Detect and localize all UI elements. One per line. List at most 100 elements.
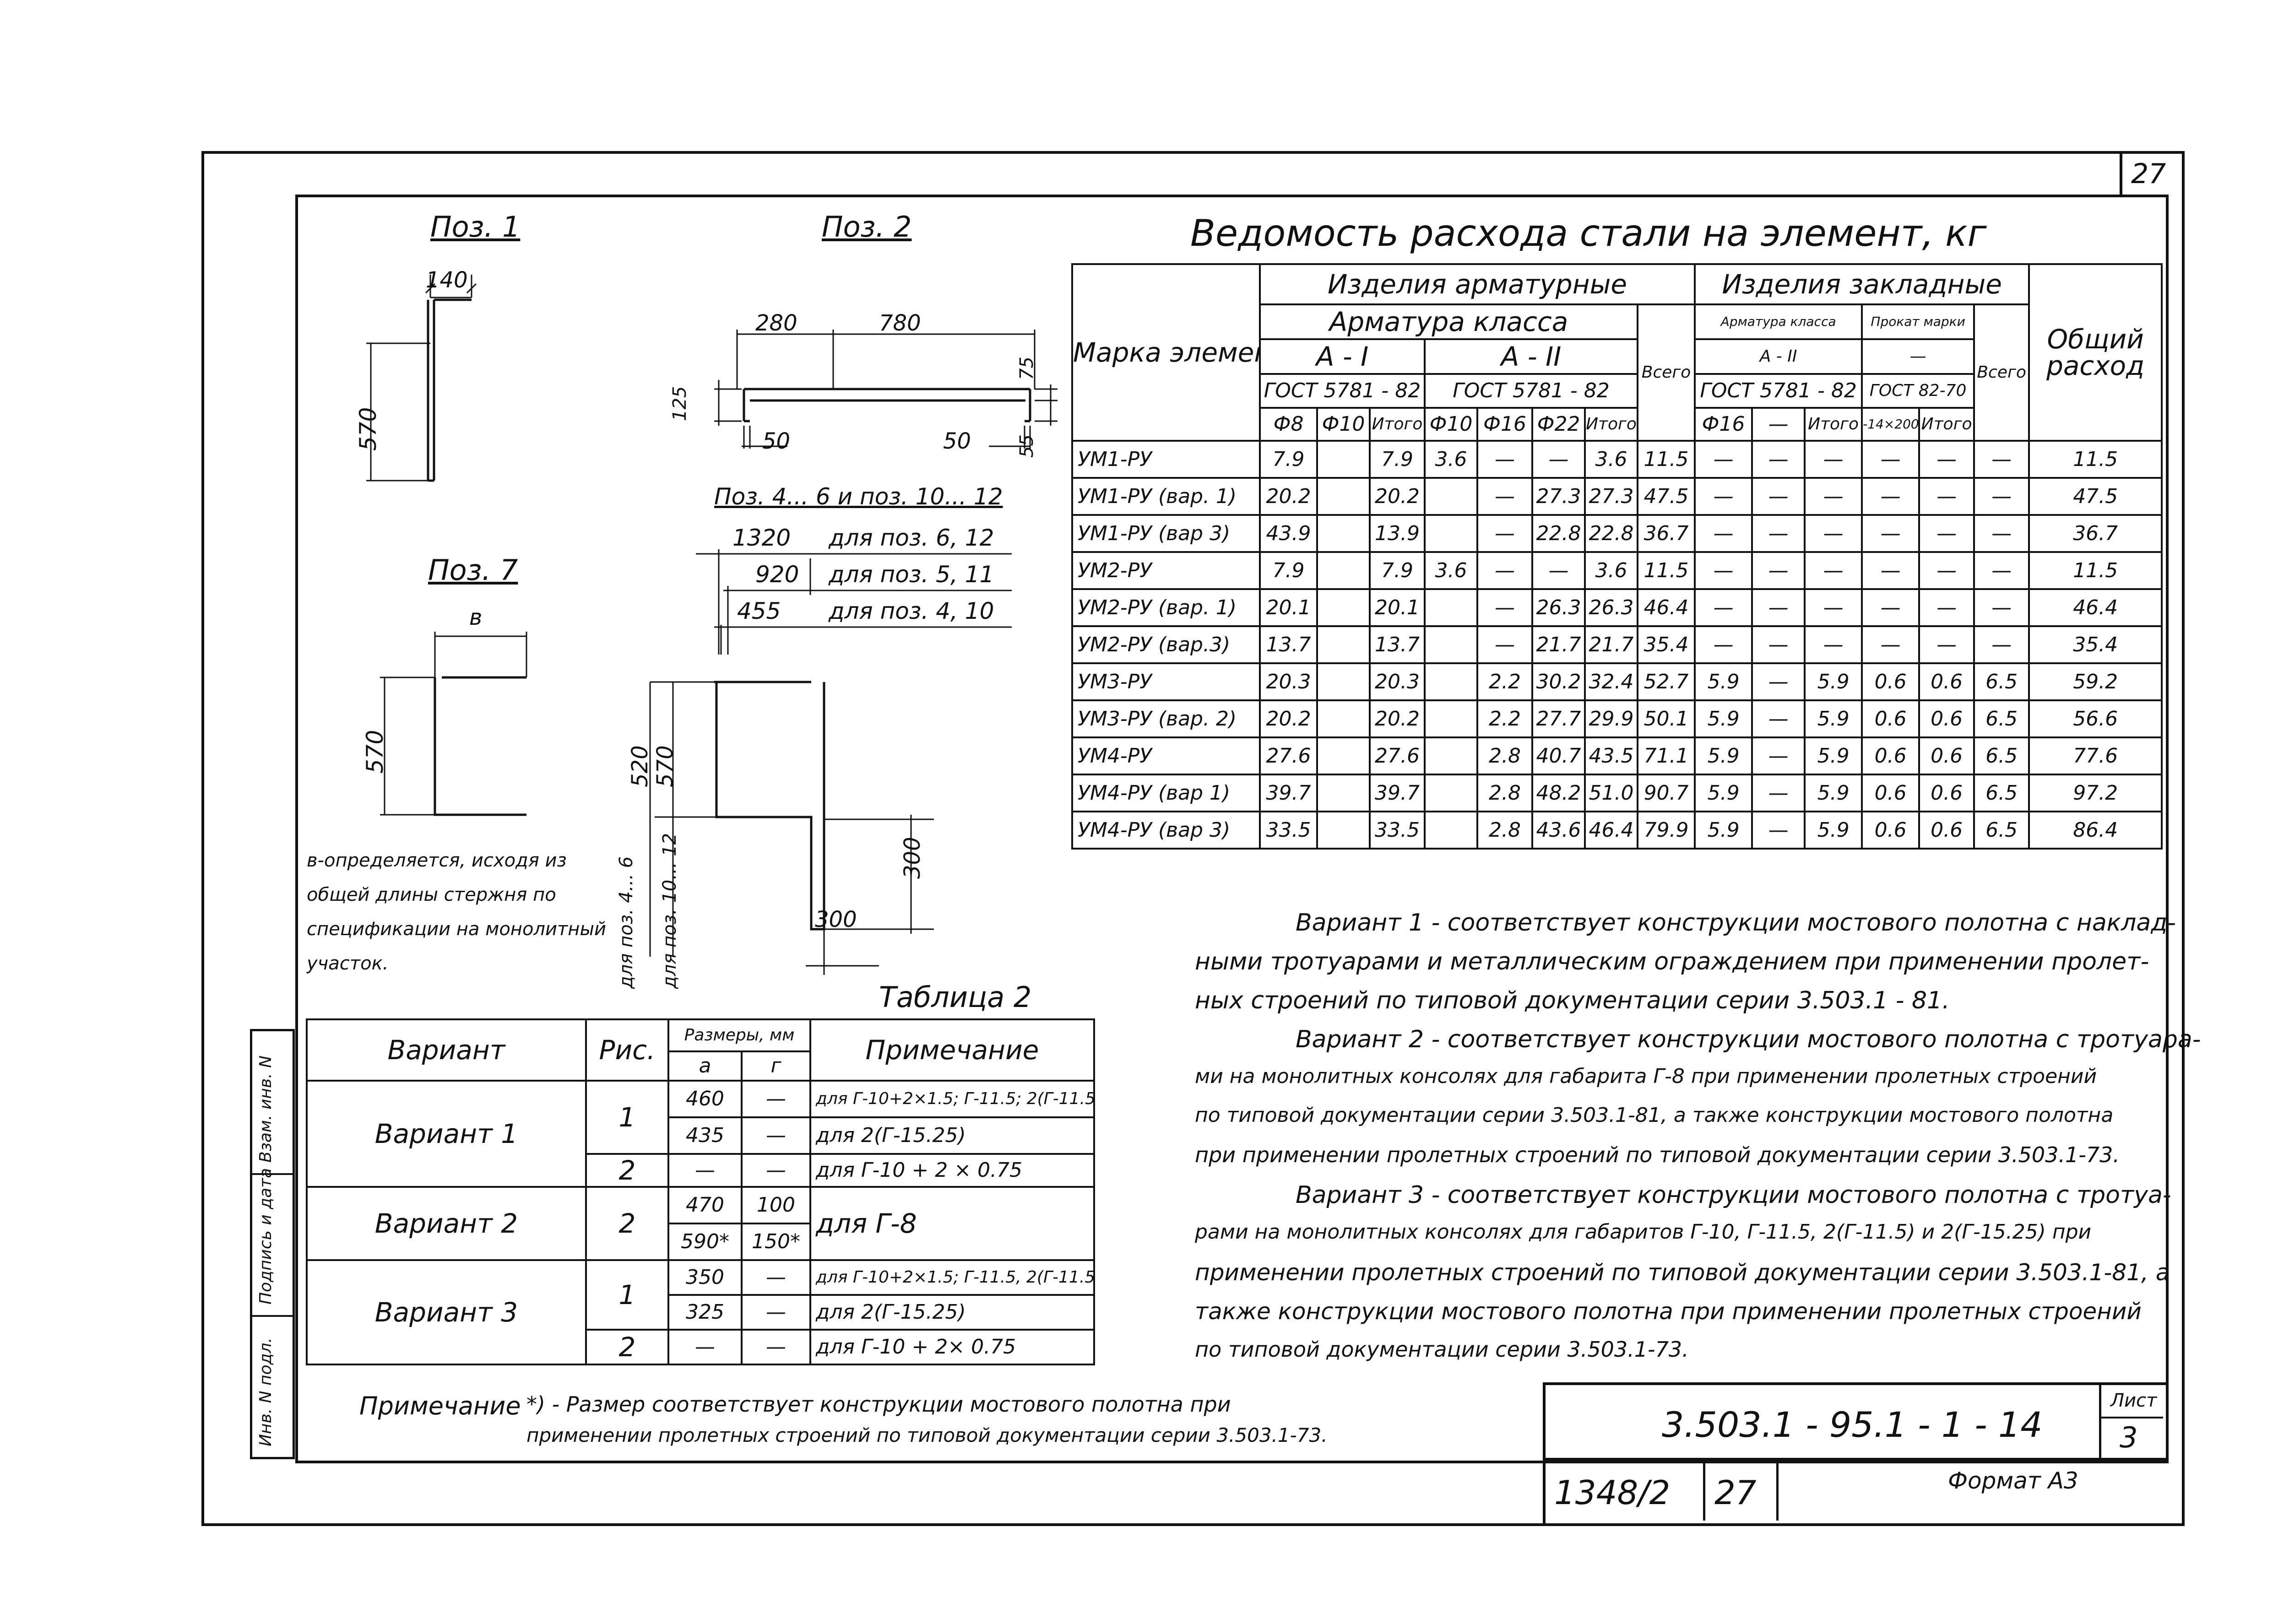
t2-variant1: Вариант 1: [306, 1080, 587, 1188]
steel-row-cell: —: [1694, 625, 1753, 664]
table2-caption: Таблица 2: [879, 980, 1032, 1014]
steel-row-cell: 0.6: [1861, 699, 1920, 738]
steel-row-cell: —: [1804, 440, 1863, 479]
steel-row-cell: 43.9: [1259, 514, 1318, 553]
steel-row-mark: УМ3-РУ: [1071, 662, 1261, 701]
steel-table-title: Ведомость расхода стали на элемент, кг: [1190, 212, 1987, 254]
footnote-label: Примечание: [359, 1391, 521, 1420]
steel-row-cell: [1316, 588, 1371, 627]
steel-row-cell: 77.6: [2028, 736, 2163, 775]
steel-row-cell: 59.2: [2028, 662, 2163, 701]
steel-row-cell: [1424, 625, 1478, 664]
t2-h-g: г: [740, 1050, 812, 1082]
pos2-dim-left: 280: [755, 310, 797, 336]
steel-row-cell: —: [1861, 440, 1920, 479]
steel-row-cell: [1424, 699, 1478, 738]
side-signature-label: Подпись и дата: [256, 1168, 275, 1305]
pos1-drawing: [366, 275, 477, 482]
variant-text-5: ми на монолитных консолях для габарита Г…: [1195, 1065, 2097, 1088]
steel-row-cell: 29.9: [1584, 699, 1638, 738]
steel-row-cell: —: [1973, 514, 2030, 553]
col-f16b: Ф16: [1694, 407, 1753, 442]
steel-row-cell: 5.9: [1694, 699, 1753, 738]
t2-variant2: Вариант 2: [306, 1186, 587, 1261]
pos4-dim-text-1: для поз. 6, 12: [829, 525, 994, 551]
steel-row-cell: 56.6: [2028, 699, 2163, 738]
steel-row-cell: —: [1694, 477, 1753, 516]
steel-row-cell: 0.6: [1861, 774, 1920, 812]
t2-r2-a: 435: [667, 1116, 743, 1155]
steel-row-cell: 21.7: [1531, 625, 1586, 664]
pos7-note-3: спецификации на монолитный: [307, 919, 607, 940]
stamp-block: [1543, 1382, 2166, 1461]
steel-row-cell: 0.6: [1918, 774, 1975, 812]
steel-row-cell: 36.7: [1636, 514, 1696, 553]
pos2-dim-b1: 50: [762, 428, 791, 454]
t2-h-a: а: [667, 1050, 743, 1082]
steel-row-mark: УМ4-РУ (вар 3): [1071, 811, 1261, 850]
col-itogo4: Итого: [1918, 407, 1975, 442]
steel-row-cell: 86.4: [2028, 811, 2163, 850]
h-A1: А - I: [1259, 338, 1426, 375]
t2-r3-note: для Г-10 + 2 × 0.75: [809, 1153, 1096, 1188]
steel-row-cell: —: [1751, 736, 1806, 775]
pos7-note-4: участок.: [307, 953, 389, 974]
steel-row-mark: УМ2-РУ: [1071, 551, 1261, 590]
t2-r5-g: 150*: [740, 1223, 812, 1261]
steel-row-cell: —: [1751, 662, 1806, 701]
steel-row-cell: —: [1918, 588, 1975, 627]
steel-row-cell: [1316, 551, 1371, 590]
steel-row-cell: —: [1694, 514, 1753, 553]
steel-row-cell: —: [1804, 588, 1863, 627]
steel-row-cell: —: [1861, 477, 1920, 516]
sheet-number-box: [2120, 151, 2182, 195]
steel-row-cell: 5.9: [1694, 662, 1753, 701]
side-replace-label: Взам. инв. N: [256, 1056, 275, 1163]
steel-row-cell: —: [1973, 551, 2030, 590]
steel-row-cell: 27.7: [1531, 699, 1586, 738]
t2-h-fig: Рис.: [585, 1018, 669, 1082]
stamp-bottom: [1543, 1458, 2166, 1523]
col-f22: Ф22: [1531, 407, 1586, 442]
steel-row-cell: —: [1751, 514, 1806, 553]
steel-row-cell: —: [1751, 477, 1806, 516]
t2-h-note: Примечание: [809, 1018, 1096, 1082]
steel-row-cell: 46.4: [1584, 811, 1638, 850]
t2-r6-note: для Г-10+2×1.5; Г-11.5, 2(Г-11.5): [809, 1259, 1096, 1296]
pos1-title: Поз. 1: [430, 210, 521, 244]
t2-r1-a: 460: [667, 1080, 743, 1118]
t2-variant3: Вариант 3: [306, 1259, 587, 1365]
steel-row-cell: 50.1: [1636, 699, 1696, 738]
inner-frame: [295, 195, 2169, 1463]
steel-row-cell: —: [1751, 440, 1806, 479]
stamp-sheet-divider: [2099, 1417, 2163, 1418]
variant-text-2: ными тротуарами и металлическим огражден…: [1195, 948, 2149, 975]
steel-row-cell: —: [1751, 588, 1806, 627]
col-f10b: Ф10: [1424, 407, 1478, 442]
variant-text-4: Вариант 2 - соответствует конструкции мо…: [1296, 1026, 2201, 1053]
steel-row-cell: 6.5: [1973, 736, 2030, 775]
t2-h-variant: Вариант: [306, 1018, 587, 1082]
side-inv-label: Инв. N подл.: [256, 1337, 275, 1446]
steel-row-cell: —: [1861, 514, 1920, 553]
h-general-1: Общий: [2047, 324, 2144, 355]
pos4-dim-300-right: 300: [900, 837, 925, 879]
t2-r7-note: для 2(Г-15.25): [809, 1294, 1096, 1331]
steel-row-cell: 3.6: [1584, 440, 1638, 479]
steel-row-cell: 0.6: [1861, 811, 1920, 850]
steel-row-cell: —: [1918, 514, 1975, 553]
steel-row-cell: —: [1476, 551, 1533, 590]
steel-row-cell: 11.5: [1636, 440, 1696, 479]
steel-row-cell: 0.6: [1918, 662, 1975, 701]
steel-row-cell: —: [1751, 551, 1806, 590]
steel-row-cell: 0.6: [1861, 736, 1920, 775]
steel-row-cell: —: [1804, 514, 1863, 553]
steel-row-cell: 32.4: [1584, 662, 1638, 701]
steel-row-cell: —: [1751, 811, 1806, 850]
steel-row-cell: —: [1918, 440, 1975, 479]
steel-row-cell: 11.5: [2028, 440, 2163, 479]
steel-row-cell: 27.6: [1259, 736, 1318, 775]
